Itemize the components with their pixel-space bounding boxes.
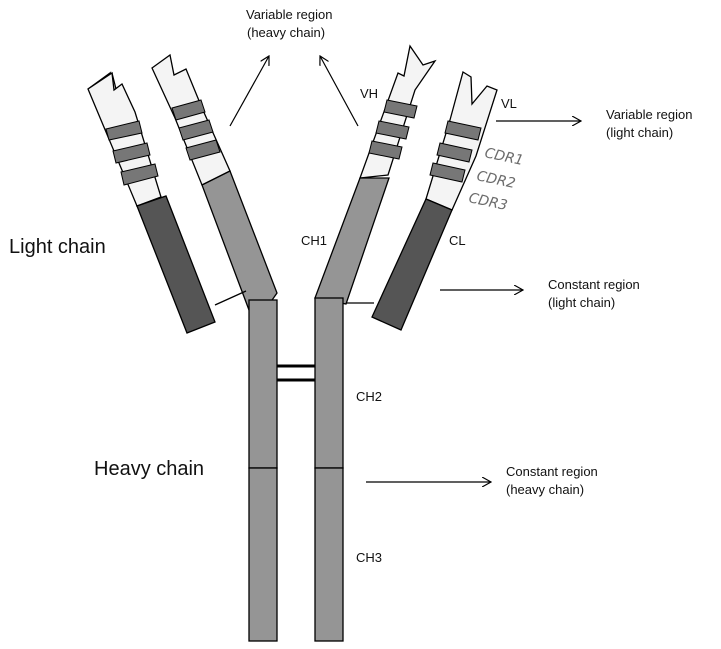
left-disulfide-link: [214, 290, 247, 306]
right-light-cdr2-band: [436, 142, 473, 163]
label-variable-light-2: (light chain): [606, 125, 673, 140]
arrow-variable-heavy-right: [320, 56, 359, 127]
right-heavy-ch3: [314, 467, 344, 642]
label-ch1: CH1: [301, 233, 327, 248]
label-constant-heavy-1: Constant region: [506, 464, 598, 479]
label-ch2: CH2: [356, 389, 382, 404]
right-light-cdr1-band: [444, 120, 482, 141]
left-heavy-cdr2-band: [178, 119, 214, 141]
label-cdr2: CDR2: [475, 168, 517, 192]
left-heavy-ch2: [248, 299, 278, 469]
right-light-constant: [371, 198, 453, 331]
label-cdr3: CDR3: [467, 190, 509, 214]
label-cl: CL: [449, 233, 466, 248]
arrow-variable-heavy-left: [229, 56, 269, 127]
label-light-chain: Light chain: [9, 236, 106, 258]
left-light-cdr3-band: [120, 163, 159, 186]
right-heavy-ch1: [314, 177, 390, 305]
label-variable-heavy-2: (heavy chain): [247, 25, 325, 40]
label-variable-heavy-1: Variable region: [246, 7, 332, 22]
left-light-constant: [136, 195, 216, 334]
left-light-cdr1-band: [105, 120, 143, 141]
label-constant-heavy-2: (heavy chain): [506, 482, 584, 497]
right-heavy-cdr1-band: [383, 99, 418, 119]
right-light-variable: [425, 70, 498, 211]
label-vh: VH: [360, 86, 378, 101]
left-heavy-variable: [151, 53, 231, 186]
right-light-cdr3-band: [429, 162, 466, 183]
label-cdr1: CDR1: [483, 145, 525, 169]
right-heavy-cdr2-band: [375, 120, 410, 140]
left-light-cdr2-band: [112, 142, 151, 164]
left-heavy-ch3: [248, 467, 278, 642]
right-heavy-ch2: [314, 297, 344, 469]
left-light-variable-body: [87, 71, 162, 207]
label-ch3: CH3: [356, 550, 382, 565]
label-constant-light-2: (light chain): [548, 295, 615, 310]
left-heavy-ch1: [201, 170, 278, 311]
label-vl: VL: [501, 96, 517, 111]
label-constant-light-1: Constant region: [548, 277, 640, 292]
left-heavy-cdr1-band: [171, 99, 206, 121]
left-heavy-cdr3-band: [185, 139, 221, 161]
label-variable-light-1: Variable region: [606, 107, 692, 122]
right-heavy-cdr3-band: [368, 140, 403, 160]
label-heavy-chain: Heavy chain: [94, 458, 204, 480]
